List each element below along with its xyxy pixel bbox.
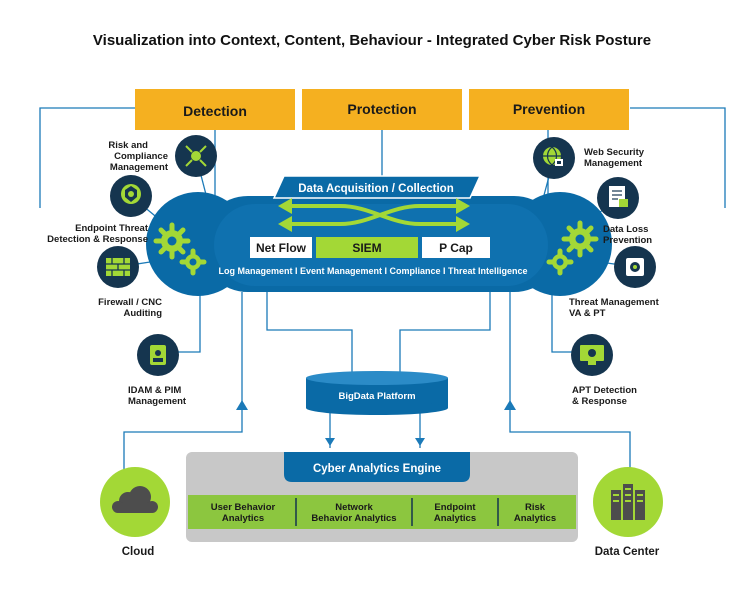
risk-compliance-label: Risk and Compliance Management [108,140,168,173]
netflow-label: Net Flow [256,241,307,255]
bigdata-label: BigData Platform [338,391,415,402]
endpoint-threat-label: Endpoint Threat Detection & Response [47,223,149,245]
risk-label-2: Compliance [114,151,168,162]
threat-label-2: VA & PT [569,308,606,319]
firewall-label: Firewall / CNC Auditing [98,297,162,319]
tab-protection-label: Protection [347,101,416,117]
apt-label-1: APT Detection [572,385,637,396]
firewall-icon [106,258,130,276]
module-user-behavior-1: User Behavior [211,502,276,513]
risk-label-3: Management [110,162,169,173]
module-risk-1: Risk [525,502,546,513]
firewall-label-1: Firewall / CNC [98,297,162,308]
tab-prevention: Prevention [469,89,629,130]
endpoint-threat-node [110,175,152,217]
cloud-label: Cloud [122,546,155,558]
network-expand-icon [185,145,207,167]
tab-protection: Protection [302,89,462,130]
cloud-icon [112,486,158,513]
gear-icon-left [153,222,207,276]
siem-label: SIEM [352,241,381,255]
flow-arrows [288,204,460,226]
side-connector-lines [123,292,631,470]
data-loss-label: Data Loss Prevention [603,224,652,246]
idam-label-2: Management [128,396,187,407]
server-rack-icon [611,484,645,520]
globe-lock-icon [543,146,563,166]
threat-management-label: Threat Management VA & PT [569,297,660,319]
threat-label-1: Threat Management [569,297,660,308]
module-risk-2: Analytics [514,513,556,524]
module-endpoint-2: Analytics [434,513,476,524]
tab-detection: Detection [135,89,295,130]
tab-detection-label: Detection [183,103,247,119]
datacenter-node: Data Center [593,467,663,558]
bigdata-platform: BigData Platform [306,371,448,415]
bug-shield-icon [121,184,141,204]
engine-title: Cyber Analytics Engine [313,463,441,475]
risk-compliance-node [175,135,217,177]
dlp-label-1: Data Loss [603,224,648,235]
gear-icon-right [546,220,599,276]
apt-detection-node [571,334,613,376]
module-network-2: Behavior Analytics [311,513,396,524]
cloud-node: Cloud [100,467,170,558]
safe-icon [626,258,644,276]
monitor-bug-icon [580,345,604,365]
services-label: Log Management I Event Management I Comp… [218,266,527,276]
document-lock-icon [609,186,628,207]
id-badge-icon [150,345,166,365]
websec-label-1: Web Security [584,147,645,158]
down-arrowheads [325,438,425,446]
apt-label-2: & Response [572,396,627,407]
firewall-label-2: Auditing [123,308,162,319]
analytics-engine-panel: Cyber Analytics Engine User Behavior Ana… [186,452,578,542]
threat-management-node [614,246,656,288]
data-acquisition-label: Data Acquisition / Collection [298,183,453,195]
data-acquisition-banner: Data Acquisition / Collection [272,175,482,199]
cloud-to-bigdata-lines [266,292,491,448]
module-network-1: Network [335,502,373,513]
data-loss-node [597,177,639,219]
diagram-title: Visualization into Context, Content, Beh… [93,32,651,49]
flow-arrowheads [278,198,470,232]
pcap-label: P Cap [439,241,473,255]
websec-label-2: Management [584,158,643,169]
dlp-label-2: Prevention [603,235,652,246]
module-user-behavior-2: Analytics [222,513,264,524]
endpoint-label-2: Detection & Response [47,234,148,245]
capture-bar: Net Flow SIEM P Cap [250,237,490,258]
web-security-node [533,137,575,179]
module-endpoint-1: Endpoint [434,502,476,513]
firewall-node [97,246,139,288]
apt-detection-label: APT Detection & Response [572,385,637,407]
endpoint-label-1: Endpoint Threat [75,223,149,234]
web-security-label: Web Security Management [584,147,645,169]
idam-label: IDAM & PIM Management [128,385,187,407]
up-arrowheads [236,400,516,410]
risk-label-1: Risk and [108,140,148,151]
datacenter-label: Data Center [595,546,660,558]
tab-prevention-label: Prevention [513,101,585,117]
idam-node [137,334,179,376]
idam-label-1: IDAM & PIM [128,385,181,396]
